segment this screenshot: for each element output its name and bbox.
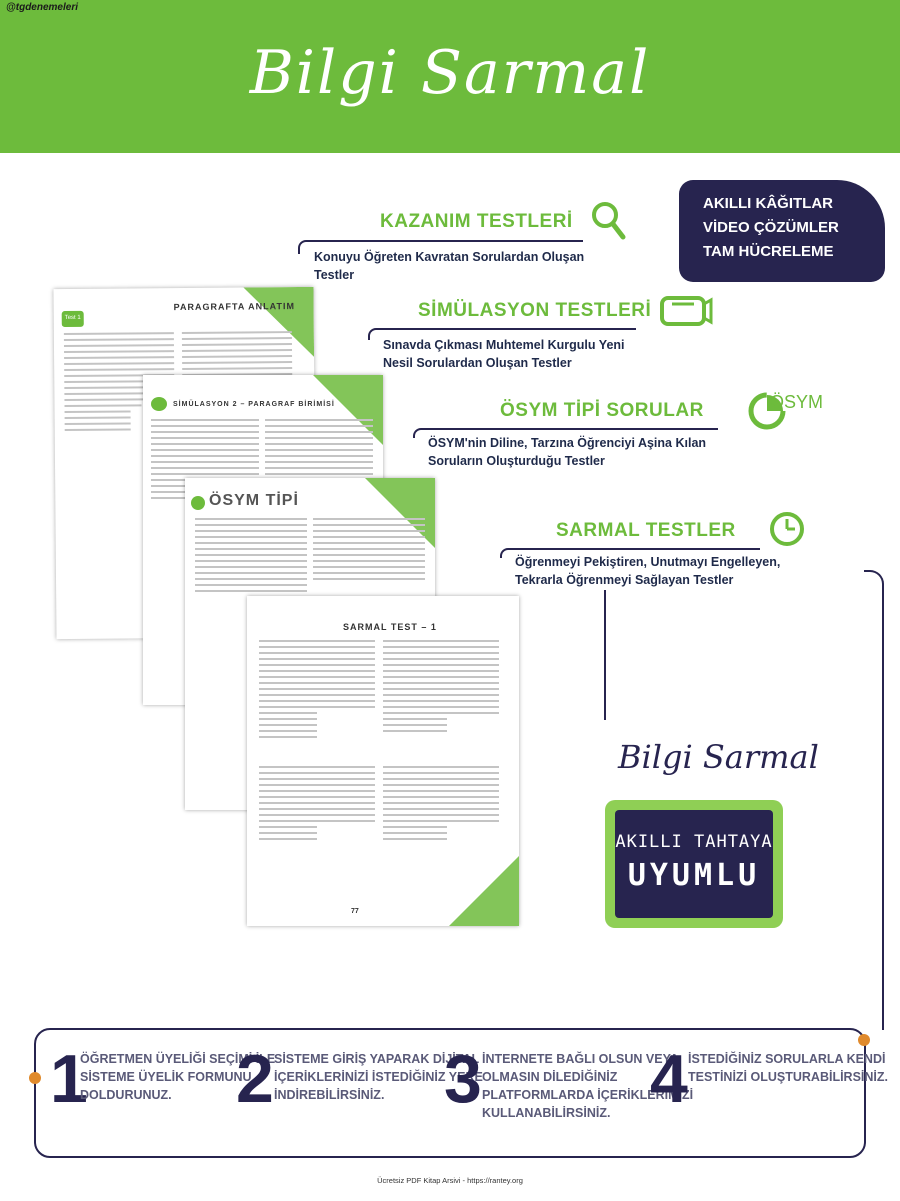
sheet-title: SARMAL TEST – 1: [343, 622, 437, 632]
badge-line: TAM HÜCRELEME: [703, 243, 834, 260]
sheet-title: SİMÜLASYON 2 – PARAGRAF BİRİMİSİ: [173, 401, 335, 408]
sheet-title: PARAGRAFTA ANLATIM: [173, 301, 296, 313]
feature-title-sarmal: SARMAL TESTLER: [556, 520, 736, 541]
step-text-2: SİSTEME GİRİŞ YAPARAK DİJİTAL İÇERİKLERİ…: [274, 1052, 483, 1102]
smartboard-line2: UYUMLU: [627, 858, 761, 893]
brand-title: Bilgi Sarmal: [249, 38, 651, 108]
smartboard-script: Bilgi Sarmal: [618, 738, 819, 776]
badge-line: AKILLI KÂĞITLAR: [703, 195, 833, 212]
sheet-title: ÖSYM TİPİ: [209, 492, 299, 509]
feature-title-osym: ÖSYM TİPİ SORULAR: [500, 400, 704, 421]
connector-line: [298, 240, 583, 254]
step-text-3: İNTERNETE BAĞLI OLSUN VEYA OLMASIN DİLED…: [482, 1052, 694, 1120]
feature-desc-kazanim: Konuyu Öğreten Kavratan Sorulardan Oluşa…: [314, 250, 585, 282]
connector-line: [368, 328, 636, 340]
feature-desc-osym: ÖSYM'nin Diline, Tarzına Öğrenciyi Aşina…: [428, 436, 707, 468]
steps-frame: [34, 1028, 866, 1158]
step-number-4: 4: [650, 1041, 688, 1117]
page-corner-decoration: [313, 375, 383, 445]
test-tab: Test 1: [61, 310, 84, 328]
footer-text: Ücretsiz PDF Kitap Arsivi - https://rant…: [377, 1176, 523, 1185]
feature-title-kazanim: KAZANIM TESTLERİ: [380, 211, 573, 232]
step-text-4: İSTEDİĞİNİZ SORULARLA KENDİ TESTİNİZİ OL…: [688, 1052, 888, 1084]
watermark: @tgdenemeleri: [6, 2, 78, 13]
sample-page-sarmal: SARMAL TEST – 1 77: [247, 596, 519, 926]
features-badge: AKILLI KÂĞITLAR VİDEO ÇÖZÜMLER TAM HÜCRE…: [679, 180, 885, 282]
osym-logo-text: ÖSYM: [770, 392, 824, 412]
step-number-3: 3: [444, 1041, 482, 1117]
step-dot: [858, 1034, 870, 1046]
page-number: 77: [351, 908, 359, 915]
feature-desc-simulasyon: Sınavda Çıkması Muhtemel Kurgulu Yeni Ne…: [383, 338, 625, 370]
header-banner: @tgdenemeleri Bilgi Sarmal: [0, 0, 900, 153]
feature-title-simulasyon: SİMÜLASYON TESTLERİ: [418, 300, 652, 321]
smartboard: AKILLI TAHTAYA UYUMLU: [605, 800, 783, 928]
step-dot: [29, 1072, 41, 1084]
connector-line: [864, 570, 884, 1030]
magnifier-icon: [592, 202, 626, 240]
sheet-badge-icon: [151, 397, 167, 411]
smartboard-line1: AKILLI TAHTAYA: [615, 832, 773, 852]
feature-desc-sarmal: Öğrenmeyi Pekiştiren, Unutmayı Engelleye…: [515, 555, 781, 587]
connector-line: [604, 590, 606, 720]
badge-line: VİDEO ÇÖZÜMLER: [703, 219, 839, 236]
connector-line: [500, 548, 760, 558]
osym-logo-icon: [748, 392, 786, 430]
connector-line: [413, 428, 718, 438]
clock-icon: [770, 512, 804, 546]
step-number-1: 1: [50, 1041, 88, 1117]
step-number-2: 2: [236, 1041, 274, 1117]
sheet-badge-icon: [191, 496, 205, 510]
step-text-1: ÖĞRETMEN ÜYELİĞİ SEÇİMİ İLE SİSTEME ÜYEL…: [80, 1052, 276, 1102]
vr-headset-icon: [660, 296, 713, 326]
page-corner-decoration: [449, 856, 519, 926]
